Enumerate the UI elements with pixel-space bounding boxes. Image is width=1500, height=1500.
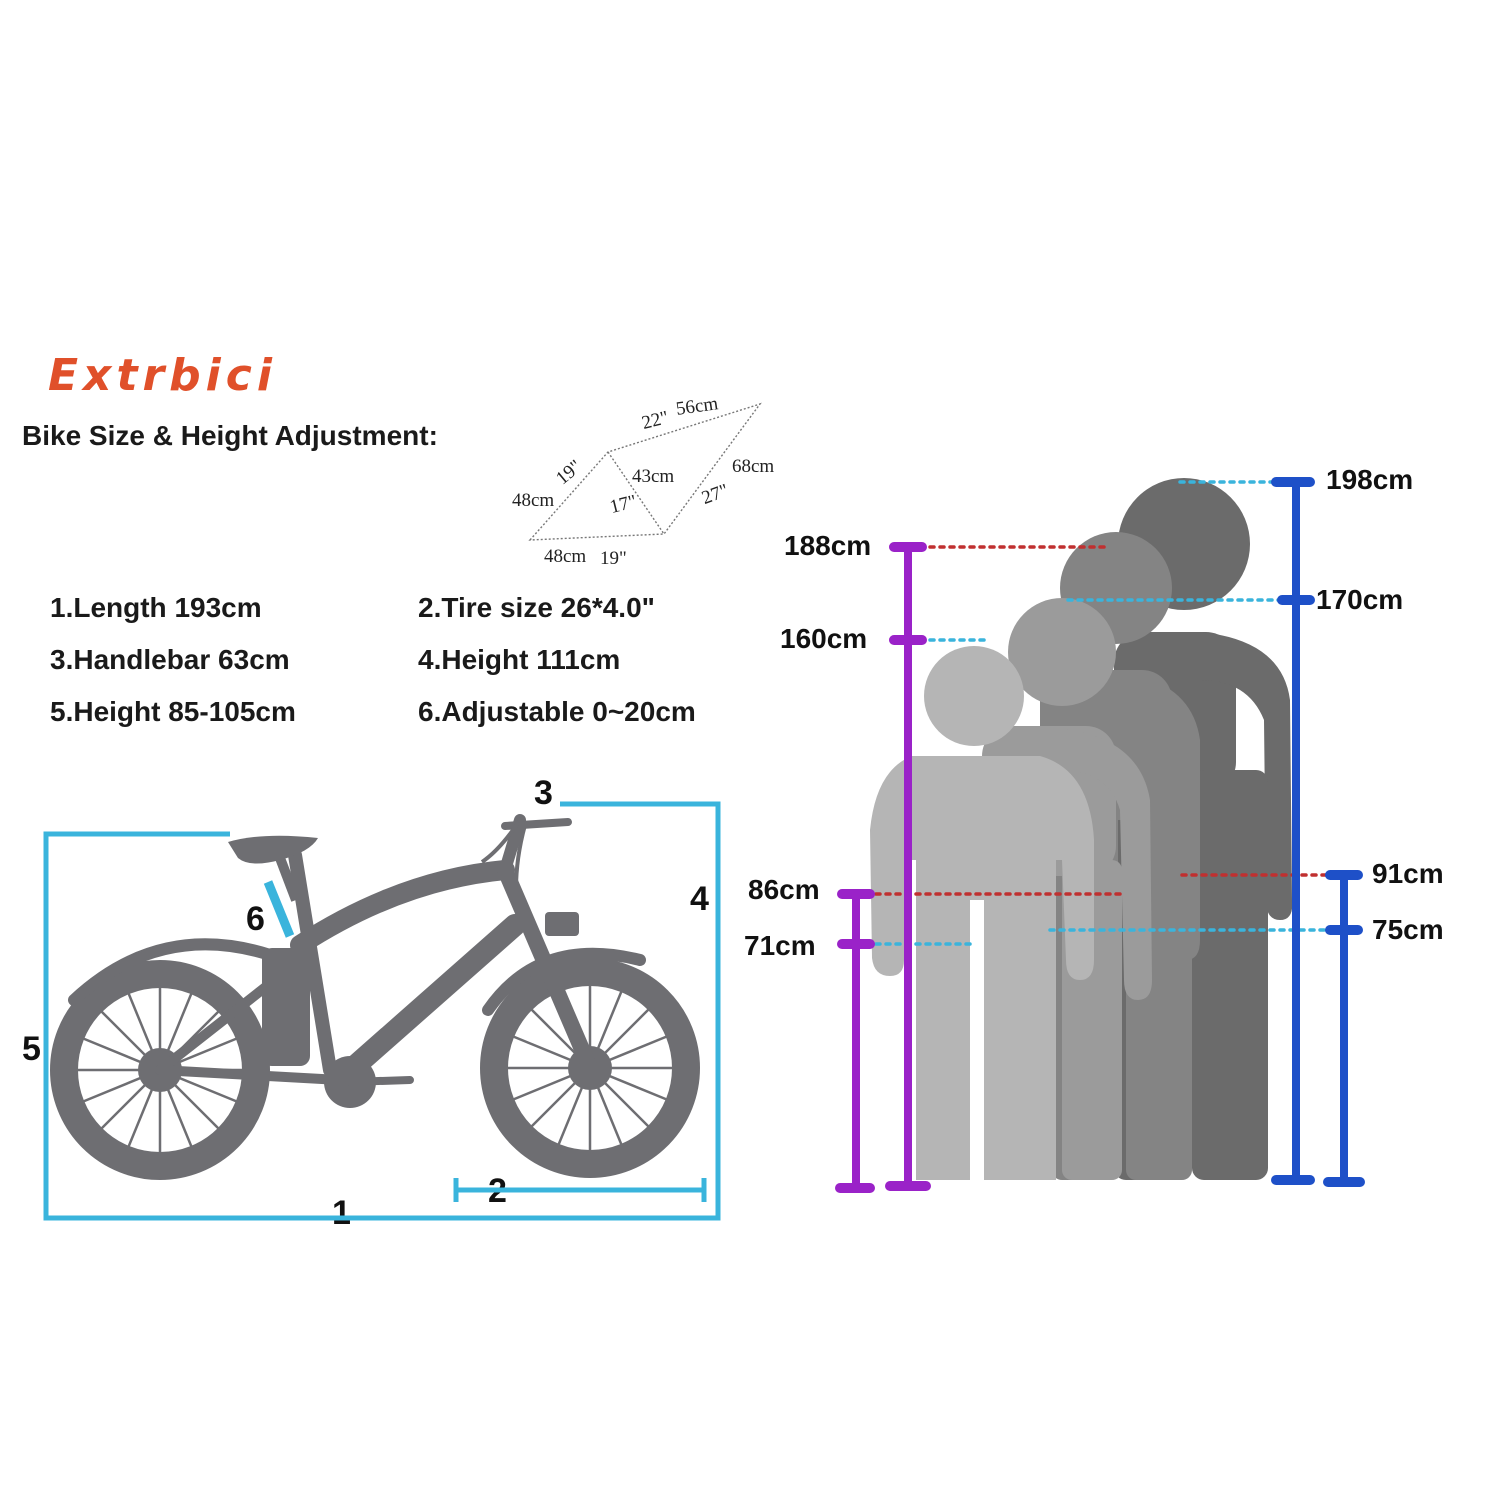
frame-geometry-sketch	[528, 402, 762, 541]
spec-height: 4.Height 111cm	[418, 644, 621, 675]
height-label-198: 198cm	[1326, 464, 1414, 495]
dim-label-length: 1	[332, 1194, 351, 1232]
height-label-75: 75cm	[1372, 914, 1444, 945]
dim-label-handlebar: 3	[534, 774, 553, 812]
bike-silhouette	[50, 814, 700, 1180]
height-label-91: 91cm	[1372, 858, 1444, 889]
height-guide-lines	[874, 480, 1332, 946]
height-label-188: 188cm	[784, 530, 872, 561]
person-silhouette-short	[870, 646, 1094, 1180]
frame-bottom-in: 19"	[600, 548, 627, 569]
ruler-blue	[1271, 477, 1365, 1187]
spec-tire-size: 2.Tire size 26*4.0"	[418, 592, 655, 623]
frame-bottom-cm: 48cm	[544, 546, 587, 567]
frame-seat-cm: 48cm	[512, 490, 555, 511]
spec-length: 1.Length 193cm	[50, 592, 262, 623]
frame-mid-cm: 43cm	[632, 466, 675, 487]
height-label-160: 160cm	[780, 623, 868, 654]
height-label-71: 71cm	[744, 930, 816, 961]
spec-seat-height: 5.Height 85-105cm	[50, 696, 296, 727]
dim-label-seat-height: 5	[22, 1030, 41, 1068]
ruler-purple	[835, 542, 931, 1193]
height-label-170: 170cm	[1316, 584, 1404, 615]
page-title: Bike Size & Height Adjustment:	[22, 420, 438, 451]
frame-down-cm: 68cm	[732, 456, 775, 477]
dim-label-height: 4	[690, 880, 709, 918]
spec-handlebar: 3.Handlebar 63cm	[50, 644, 290, 675]
bike-dimension-lines	[43, 801, 721, 1221]
spec-adjustable: 6.Adjustable 0~20cm	[418, 696, 696, 727]
brand-logo: Extrbici	[48, 350, 277, 401]
height-label-86: 86cm	[748, 874, 820, 905]
dim-label-adjustable: 6	[246, 900, 265, 938]
